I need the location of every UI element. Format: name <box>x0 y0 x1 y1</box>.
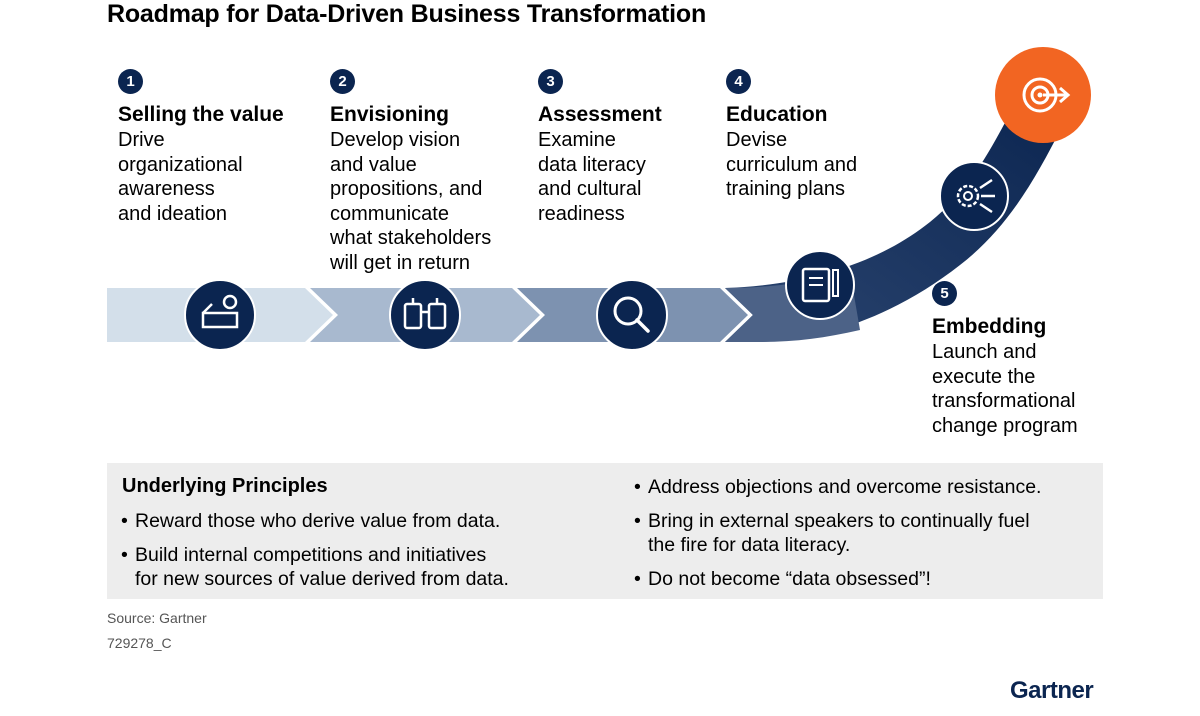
principle-item: Reward those who derive value from data. <box>121 509 591 534</box>
principle-item: Address objections and overcome resistan… <box>634 475 1099 500</box>
step-description: Launch and execute the transformational … <box>932 341 1078 437</box>
gear-arrows-icon <box>939 161 1009 231</box>
step-title: Envisioning <box>330 103 450 126</box>
step-number-badge: 4 <box>726 69 751 94</box>
step-description: Develop vision and value propositions, a… <box>330 129 492 274</box>
page-title: Roadmap for Data-Driven Business Transfo… <box>107 0 707 28</box>
desk-person-icon <box>184 279 256 351</box>
step-title: Selling the value <box>118 103 284 126</box>
principles-title: Underlying Principles <box>122 475 328 497</box>
step-number-badge: 3 <box>538 69 563 94</box>
step-number-badge: 5 <box>932 281 957 306</box>
step-envisioning: 2 Envisioning Develop vision and value p… <box>330 69 535 276</box>
step-description: Drive organizational awareness and ideat… <box>118 129 243 225</box>
principles-list-right: Address objections and overcome resistan… <box>634 475 1099 600</box>
target-arrow-icon <box>995 47 1091 143</box>
step-description: Examine data literacy and cultural readi… <box>538 129 646 225</box>
figure-code: 729278_C <box>107 635 172 651</box>
step-number-badge: 2 <box>330 69 355 94</box>
step-title: Education <box>726 103 828 126</box>
step-number-badge: 1 <box>118 69 143 94</box>
step-embedding: 5 Embedding Launch and execute the trans… <box>932 281 1132 438</box>
principle-item: Do not become “data obsessed”! <box>634 567 1099 592</box>
step-education: 4 Education Devise curriculum and traini… <box>726 69 926 202</box>
binoculars-icon <box>389 279 461 351</box>
principle-item: Bring in external speakers to continuall… <box>634 509 1099 558</box>
step-selling-the-value: 1 Selling the value Drive organizational… <box>118 69 323 226</box>
magnifier-icon <box>596 279 668 351</box>
underlying-principles-panel: Underlying Principles Reward those who d… <box>107 463 1103 599</box>
step-assessment: 3 Assessment Examine data literacy and c… <box>538 69 723 226</box>
step-title: Assessment <box>538 103 662 126</box>
roadmap-graphic <box>107 47 1091 351</box>
principle-item: Build internal competitions and initiati… <box>121 543 591 592</box>
principles-list-left: Reward those who derive value from data.… <box>121 509 591 601</box>
notebook-pencil-icon <box>785 250 855 320</box>
step-description: Devise curriculum and training plans <box>726 129 858 201</box>
source-note: Source: Gartner <box>107 610 207 626</box>
gartner-logo: Gartner <box>1010 677 1094 704</box>
step-title: Embedding <box>932 315 1047 338</box>
